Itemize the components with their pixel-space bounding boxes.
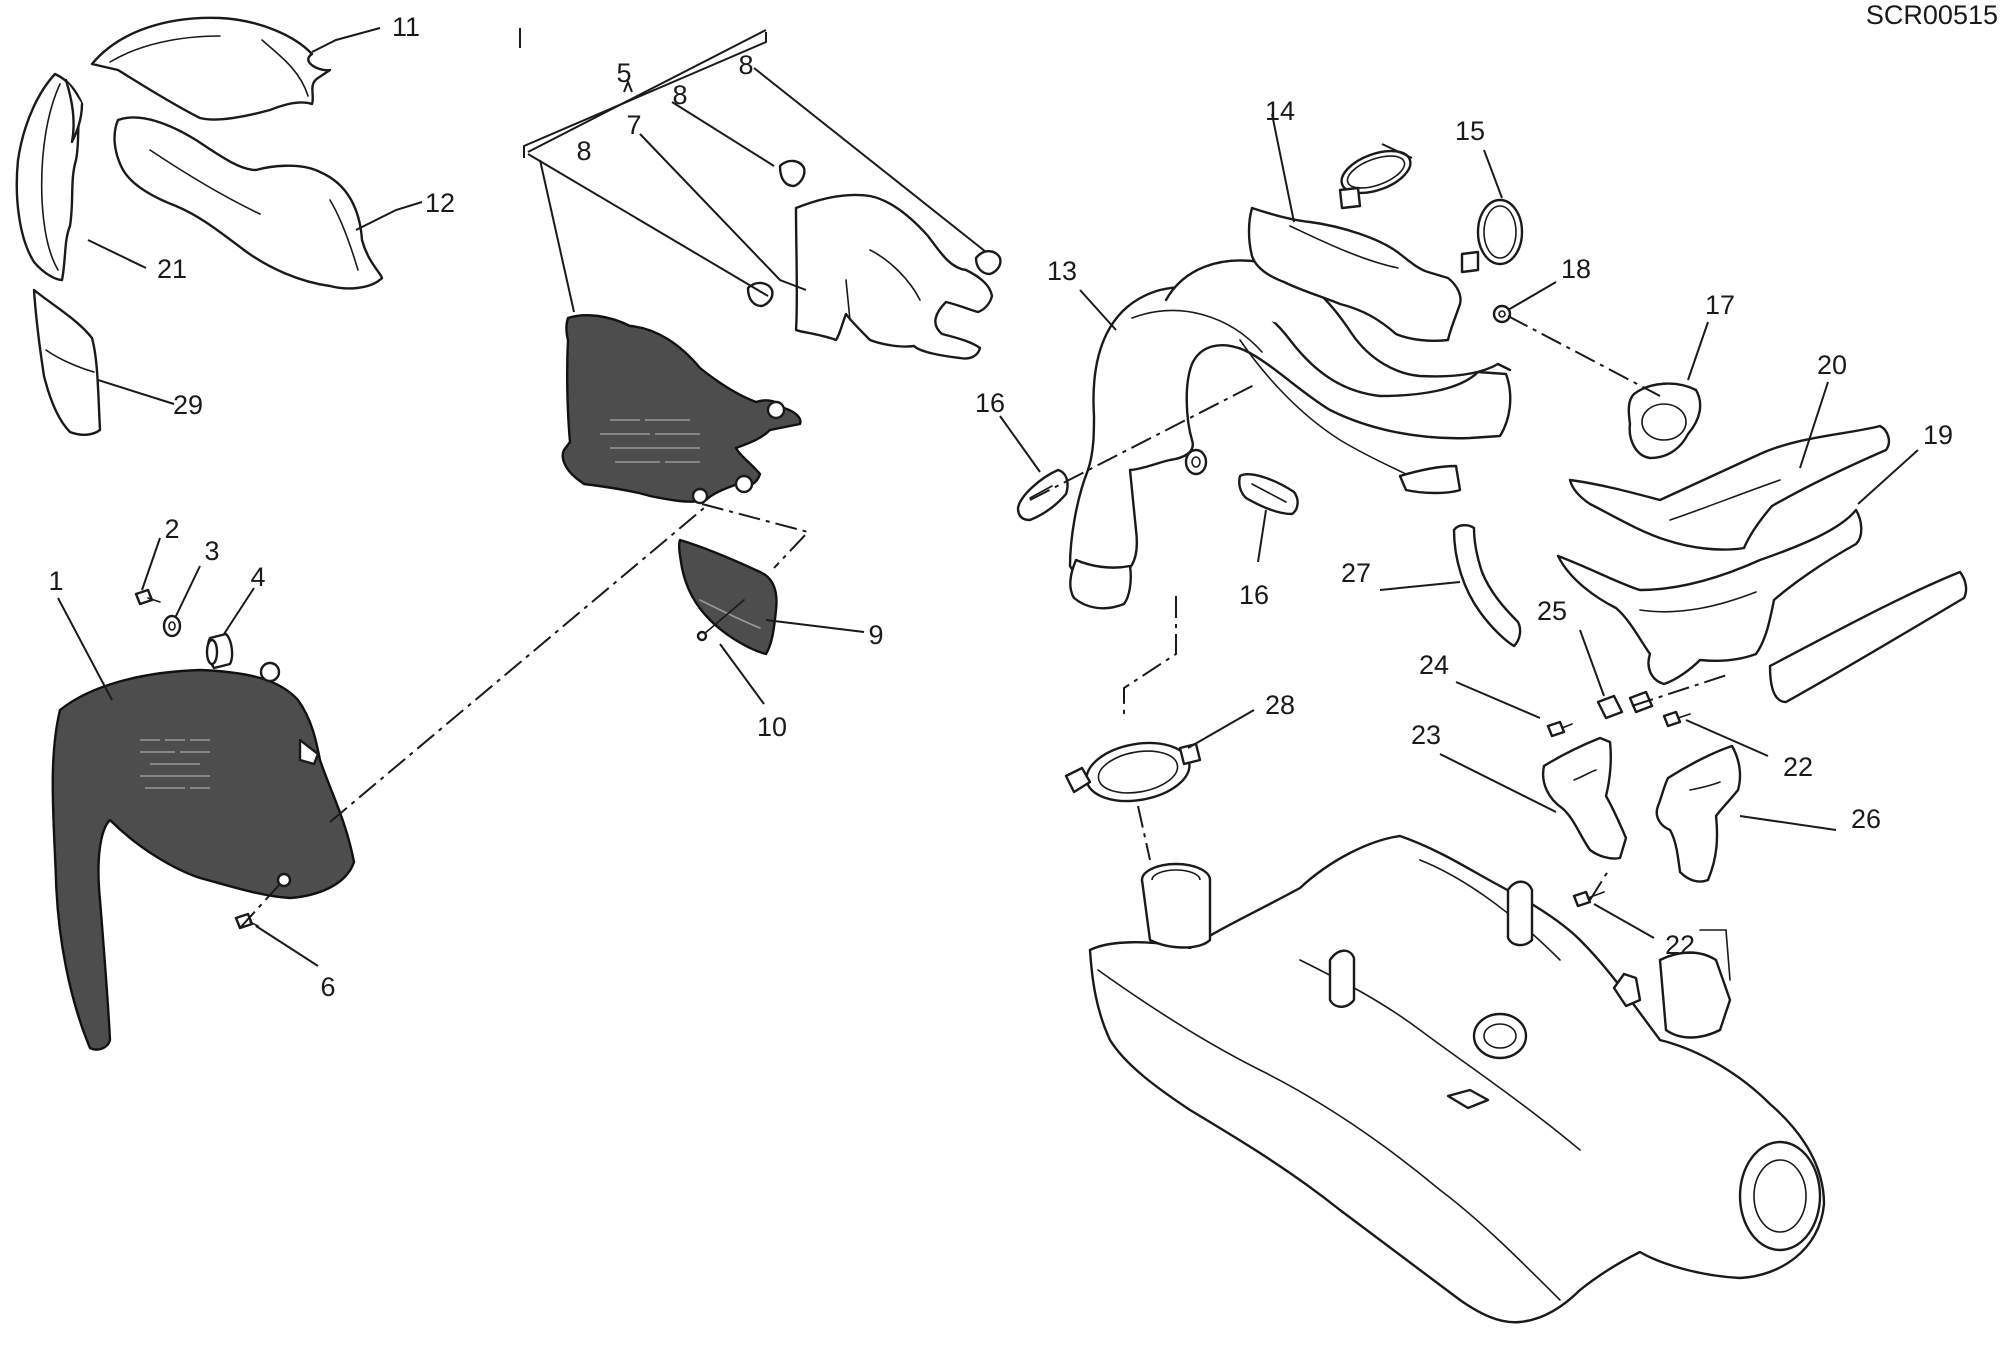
part-27-hose [1452, 524, 1522, 648]
callout-6: 6 [320, 972, 335, 1002]
part-9-plate [677, 538, 778, 656]
callout-18: 18 [1561, 254, 1591, 284]
callout-24: 24 [1419, 650, 1449, 680]
part-28-clamp [1064, 741, 1202, 803]
part-18-nut [1492, 304, 1512, 324]
part-17-gasket [1627, 382, 1702, 460]
callout-9: 9 [868, 620, 883, 650]
callout-15: 15 [1455, 116, 1485, 146]
callout-21: 21 [157, 254, 187, 284]
callout-20: 20 [1817, 350, 1847, 380]
part-8-nut-b [974, 250, 1002, 276]
callout-12: 12 [425, 188, 455, 218]
part-7-insulation [794, 193, 994, 360]
part-24-screw [1546, 720, 1573, 738]
callout-4: 4 [250, 562, 265, 592]
part-23-bracket [1541, 736, 1628, 860]
callout-17: 17 [1705, 290, 1735, 320]
part-5-bracket-shield [561, 313, 802, 505]
callout-2: 2 [164, 514, 179, 544]
part-16-sensor-left [1016, 468, 1069, 522]
callout-14: 14 [1265, 96, 1295, 126]
callout-1: 1 [48, 566, 63, 596]
leader-lines [57, 27, 1919, 967]
assembly-lines [239, 315, 1731, 929]
callout-10: 10 [757, 712, 787, 742]
part-15-clamp-b [1460, 198, 1524, 274]
callout-26: 26 [1851, 804, 1881, 834]
part-22-screw-lower [1572, 890, 1605, 908]
part-10-screw [696, 599, 745, 642]
group-bracket-5 [523, 32, 767, 158]
part-25-clip [1596, 690, 1654, 720]
callout-8-c: 8 [738, 50, 753, 80]
part-15-clamp-a [1338, 149, 1412, 210]
callout-16-b: 16 [1239, 580, 1269, 610]
part-13-exhaust-header [1068, 259, 1512, 610]
part-4-bush [205, 632, 234, 670]
callout-28: 28 [1265, 690, 1295, 720]
callout-11: 11 [392, 12, 420, 42]
part-19-heat-shield [1556, 508, 1863, 686]
part-11-heat-shield [90, 16, 332, 121]
part-16-sensor-right [1238, 473, 1299, 516]
callout-13: 13 [1047, 256, 1077, 286]
callout-23: 23 [1411, 720, 1441, 750]
part-20-heat-shield [1568, 424, 1891, 551]
callout-7: 7 [626, 110, 641, 140]
part-2-screw [134, 588, 161, 606]
callout-22-b: 22 [1665, 930, 1695, 960]
callout-16-a: 16 [975, 388, 1005, 418]
callout-29: 29 [173, 390, 203, 420]
callout-8-b: 8 [672, 80, 687, 110]
part-21-heat-shield [15, 72, 84, 282]
callout-8-a: 8 [576, 136, 591, 166]
part-3-washer [162, 614, 182, 638]
part-12-heat-shield [113, 116, 384, 290]
callout-25: 25 [1537, 596, 1567, 626]
silencer-assembly [1088, 834, 1826, 1324]
callout-5: 5 [616, 58, 631, 88]
rubber-strip [1768, 570, 1968, 704]
callout-19: 19 [1923, 420, 1953, 450]
part-8-nut-a [778, 159, 806, 188]
part-14-sleeve [1247, 206, 1462, 342]
part-26-bracket [1655, 744, 1742, 883]
part-22-screw-upper [1662, 710, 1691, 728]
drawing-code: SCR00515 [1866, 0, 1998, 30]
callout-labels: 1 2 3 4 5 6 7 8 8 8 9 10 11 12 13 14 15 … [48, 12, 1953, 1002]
callout-3: 3 [204, 536, 219, 566]
part-29-small-shield [32, 288, 102, 436]
callout-27: 27 [1341, 558, 1371, 588]
part-1-exhaust-cover [51, 661, 356, 1051]
callout-22-a: 22 [1783, 752, 1813, 782]
